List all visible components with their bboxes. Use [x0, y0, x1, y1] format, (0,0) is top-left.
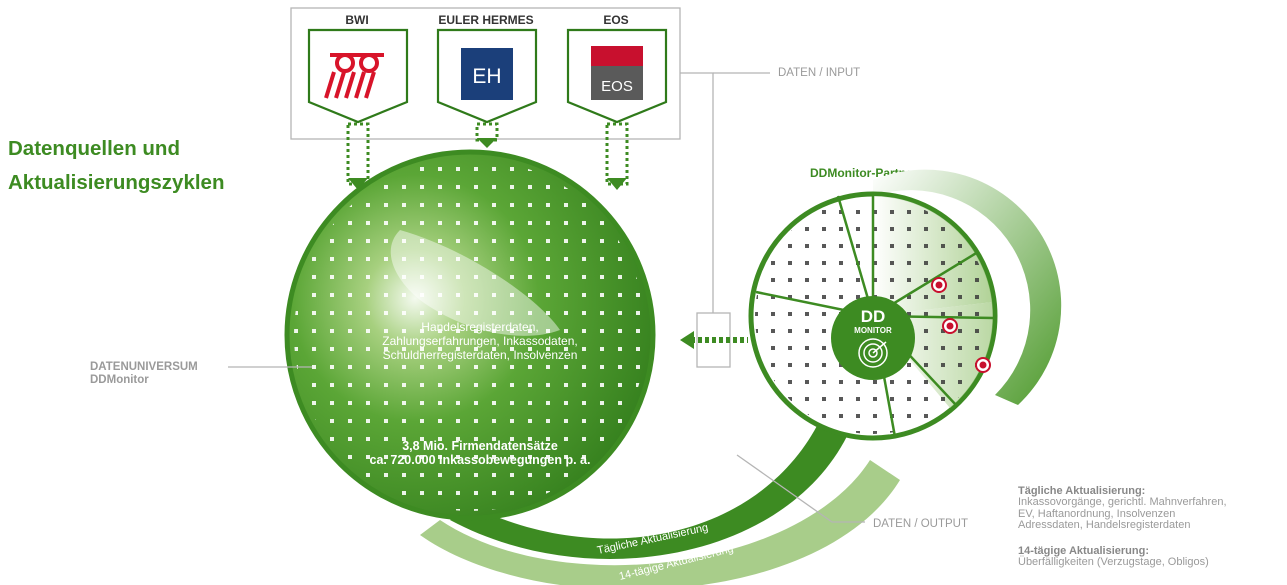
partner-sweep	[873, 169, 1062, 405]
datenuniversum-line-2: DDMonitor	[90, 374, 149, 386]
title-line-2: Aktualisierungszyklen	[8, 171, 225, 194]
bwi-logo-icon	[324, 53, 384, 99]
output-connector-line	[736, 454, 865, 523]
datenuniversum-content: Handelsregisterdaten, Zahlungserfahrunge…	[335, 320, 625, 362]
source-label-eos: EOS	[603, 13, 629, 27]
dd-badge-text: DD	[861, 307, 886, 326]
eos-logo-top	[591, 46, 643, 66]
datenuniversum-dots	[294, 159, 646, 511]
dd-monitor-badge	[831, 296, 915, 380]
eos-logo-text: EOS	[601, 78, 633, 95]
arc-arrows	[763, 460, 830, 492]
source-label-bwi: BWI	[345, 13, 369, 27]
monitor-badge-text: MONITOR	[854, 326, 892, 335]
input-connector-line	[680, 72, 714, 313]
page-title: Datenquellen und Aktualisierungszyklen	[8, 132, 268, 200]
daten-input-label: DATEN / INPUT	[778, 67, 861, 79]
legend-daily-line-3: Adressdaten, Handelsregisterdaten	[1018, 519, 1191, 531]
partner-arrow-head	[680, 331, 694, 349]
legend-daily-heading: Tägliche Aktualisierung:	[1018, 485, 1146, 497]
center-line-3: Schuldnerregisterdaten, Insolvenzen	[382, 348, 578, 362]
input-arrow-bwi	[346, 122, 370, 190]
shield-bwi	[307, 28, 409, 124]
center-line-2: Zahlungserfahrungen, Inkassodaten,	[382, 334, 578, 348]
input-arrow-euler-hermes	[475, 122, 499, 148]
stat-line-2: ca. 720.000 Inkassobewegungen p. a.	[369, 453, 591, 467]
arc-biweekly	[420, 460, 900, 585]
legend-daily-line-1: Inkassovorgänge, gerichtl. Mahnverfahren…	[1018, 496, 1227, 508]
legend-biweekly-line-1: Überfälligkeiten (Verzugstage, Obligos)	[1018, 555, 1209, 568]
input-arrow-eos	[605, 122, 629, 190]
radar-target-icon	[858, 338, 888, 368]
daten-output-label: DATEN / OUTPUT	[873, 518, 968, 530]
source-label-euler-hermes: EULER HERMES	[438, 13, 534, 27]
stat-line-1: 3,8 Mio. Firmendatensätze	[402, 439, 558, 453]
arc-daily	[450, 420, 850, 559]
datenuniversum-label: DATENUNIVERSUM DDMonitor	[90, 361, 198, 387]
title-line-1: Datenquellen und	[8, 137, 180, 160]
euler-hermes-logo-icon	[461, 48, 513, 100]
update-legend: Tägliche Aktualisierung: Inkassovorgänge…	[1018, 485, 1286, 568]
datenuniversum-stats: 3,8 Mio. Firmendatensätze ca. 720.000 In…	[335, 439, 625, 467]
partner-red-markers	[931, 277, 991, 373]
datenuniversum-line-1: DATENUNIVERSUM	[90, 361, 198, 373]
legend-daily-line-2: EV, Haftanordnung, Insolvenzen	[1018, 507, 1176, 520]
center-line-1: Handelsregisterdaten,	[421, 320, 539, 334]
legend-biweekly-heading: 14-tägige Aktualisierung:	[1018, 544, 1150, 557]
eh-logo-text: EH	[472, 65, 501, 88]
eos-logo-icon	[591, 66, 643, 100]
